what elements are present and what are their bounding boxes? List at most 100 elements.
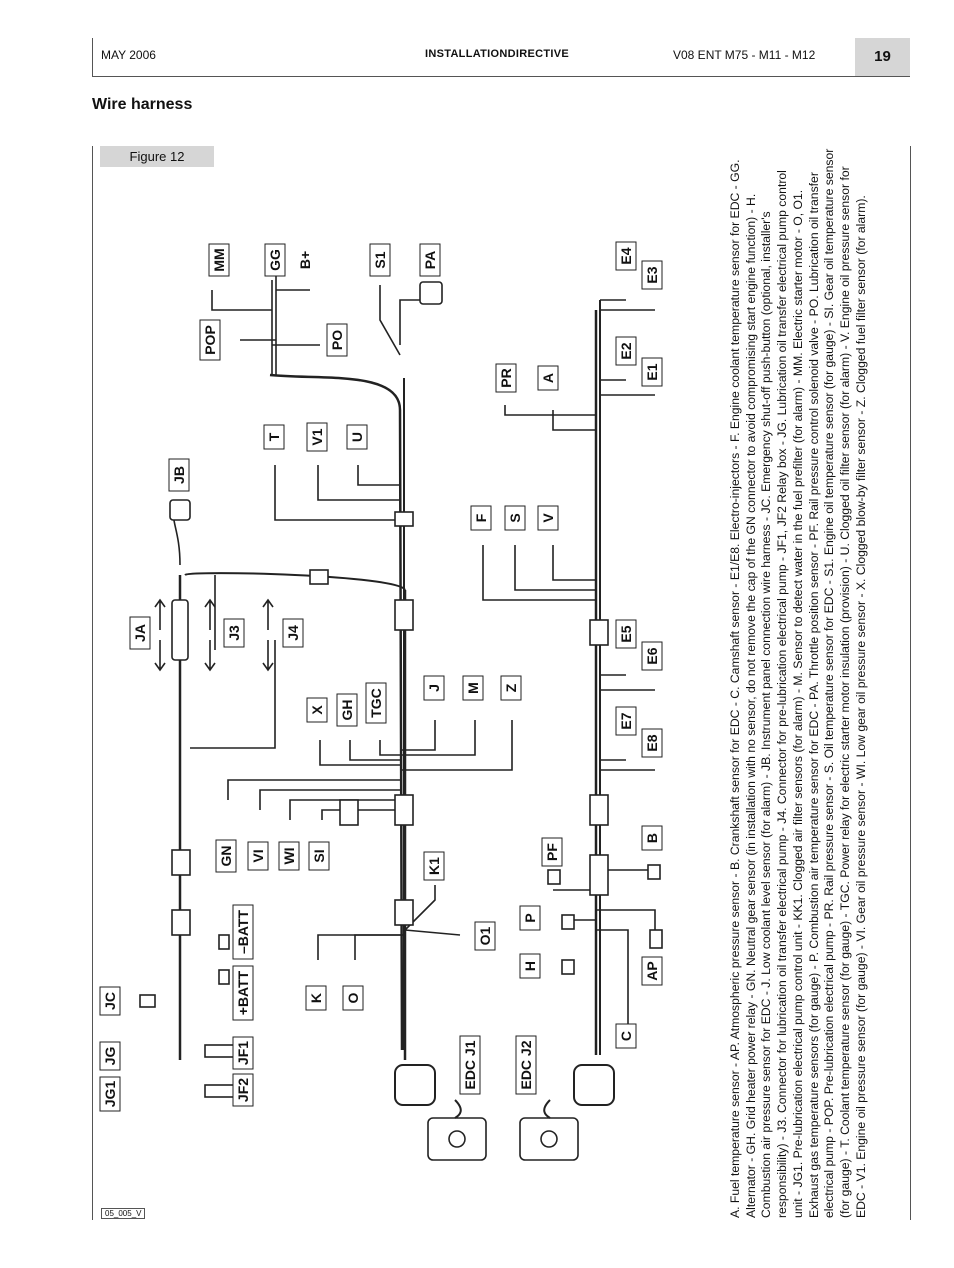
svg-text:POP: POP	[202, 325, 218, 355]
label-edc-j1: EDC J1	[459, 1035, 481, 1095]
label-j3: J3	[223, 618, 245, 648]
header-date: MAY 2006	[101, 48, 156, 62]
svg-text:PF: PF	[544, 843, 560, 861]
figure-frame	[92, 146, 911, 1220]
label-jf2: JF2	[232, 1073, 254, 1107]
label-v1: V1	[306, 422, 328, 452]
svg-text:EDC J1: EDC J1	[462, 1040, 478, 1089]
svg-text:PR: PR	[498, 368, 514, 387]
svg-text:S1: S1	[372, 251, 388, 268]
label-pr: PR	[495, 363, 517, 393]
label-e4: E4	[615, 241, 637, 271]
legend-paragraph: A. Fuel temperature sensor - AP. Atmosph…	[728, 148, 868, 1218]
label-ap: AP	[641, 956, 663, 986]
svg-text:J4: J4	[285, 625, 301, 641]
svg-text:JF1: JF1	[235, 1041, 251, 1065]
section-title: Wire harness	[92, 96, 193, 113]
label-e5: E5	[615, 619, 637, 649]
label-m: M	[462, 675, 484, 701]
svg-text:C: C	[618, 1031, 634, 1041]
label-p: P	[519, 905, 541, 931]
label-ja: JA	[129, 616, 151, 650]
svg-text:J: J	[426, 684, 442, 692]
svg-text:A: A	[540, 373, 556, 383]
svg-text:E7: E7	[618, 712, 634, 729]
label-vi: VI	[247, 841, 269, 871]
label-f: F	[470, 505, 492, 531]
svg-text:V1: V1	[309, 428, 325, 445]
label-wi: WI	[278, 841, 300, 871]
figure-code: 05_005_V	[101, 1208, 146, 1219]
label-batt-plus: +BATT	[232, 965, 254, 1021]
svg-text:WI: WI	[281, 847, 297, 864]
label-k: K	[305, 985, 327, 1011]
svg-text:V: V	[540, 513, 556, 523]
label-pop: POP	[199, 319, 221, 361]
svg-text:J3: J3	[226, 625, 242, 641]
svg-text:T: T	[266, 432, 282, 441]
label-e6: E6	[641, 641, 663, 671]
label-edc-j2: EDC J2	[515, 1035, 537, 1095]
svg-text:TGC: TGC	[368, 688, 384, 718]
svg-text:O1: O1	[477, 926, 493, 945]
label-e8: E8	[641, 728, 663, 758]
label-k1: K1	[423, 851, 445, 881]
label-e3: E3	[641, 260, 663, 290]
label-u: U	[346, 424, 368, 450]
figure-label: Figure 12	[100, 146, 214, 167]
label-batt-minus: –BATT	[232, 904, 254, 960]
label-b: B	[641, 825, 663, 851]
svg-text:JA: JA	[132, 624, 148, 642]
svg-text:MM: MM	[211, 248, 227, 271]
svg-text:M: M	[465, 682, 481, 694]
label-v: V	[537, 505, 559, 531]
svg-text:EDC J2: EDC J2	[518, 1040, 534, 1089]
svg-text:JG: JG	[102, 1047, 118, 1066]
svg-text:P: P	[522, 913, 538, 922]
label-gh: GH	[336, 693, 358, 727]
label-jg1: JG1	[99, 1076, 121, 1112]
label-j: J	[423, 675, 445, 701]
svg-text:E5: E5	[618, 625, 634, 642]
label-s1: S1	[369, 243, 391, 277]
label-t: T	[263, 424, 285, 450]
svg-text:E2: E2	[618, 342, 634, 359]
label-s: S	[504, 505, 526, 531]
svg-text:E6: E6	[644, 647, 660, 664]
svg-text:X: X	[309, 705, 325, 715]
page-number: 19	[855, 38, 910, 76]
svg-text:U: U	[349, 432, 365, 442]
svg-text:B: B	[644, 833, 660, 843]
label-o1: O1	[474, 921, 496, 951]
label-b-plus: B+	[297, 251, 313, 269]
label-si: SI	[308, 841, 330, 871]
label-e1: E1	[641, 357, 663, 387]
label-pa: PA	[419, 243, 441, 277]
svg-text:B+: B+	[297, 251, 313, 269]
header-title: INSTALLATIONDIRECTIVE	[425, 48, 569, 60]
svg-text:S: S	[507, 513, 523, 522]
svg-text:O: O	[345, 992, 361, 1003]
label-c: C	[615, 1023, 637, 1049]
svg-text:E4: E4	[618, 247, 634, 264]
label-jb: JB	[168, 458, 190, 492]
label-po: PO	[326, 323, 348, 357]
label-a: A	[537, 365, 559, 391]
label-j4: J4	[282, 618, 304, 648]
label-e2: E2	[615, 336, 637, 366]
label-tgc: TGC	[365, 682, 387, 724]
svg-text:E8: E8	[644, 734, 660, 751]
legend-text: A. Fuel temperature sensor - AP. Atmosph…	[728, 148, 928, 1218]
svg-text:JG1: JG1	[102, 1081, 118, 1108]
label-jc: JC	[99, 986, 121, 1016]
svg-text:Z: Z	[503, 683, 519, 692]
svg-text:+BATT: +BATT	[235, 970, 251, 1015]
svg-text:GN: GN	[218, 846, 234, 867]
label-h: H	[519, 953, 541, 979]
label-z: Z	[500, 675, 522, 701]
svg-text:E3: E3	[644, 266, 660, 283]
svg-text:H: H	[522, 961, 538, 971]
svg-text:GH: GH	[339, 700, 355, 721]
header-code: V08 ENT M75 - M11 - M12	[673, 48, 816, 62]
